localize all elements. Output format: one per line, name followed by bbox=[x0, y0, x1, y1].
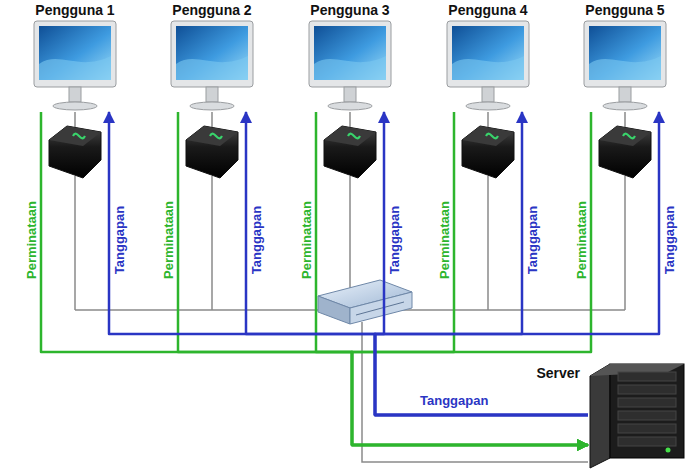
node-heading: Server bbox=[536, 364, 580, 382]
request-arrow bbox=[352, 112, 588, 445]
node-heading: Pengguna 3 bbox=[310, 1, 389, 19]
monitor-screen bbox=[589, 26, 661, 80]
edge-label: Perminataan bbox=[437, 199, 452, 281]
server-led bbox=[666, 448, 671, 453]
monitor-frame bbox=[171, 21, 253, 87]
monitor-base bbox=[466, 102, 510, 110]
request-arrow bbox=[316, 112, 588, 445]
monitor-neck bbox=[69, 87, 81, 102]
screen-wave bbox=[39, 56, 111, 80]
server-node: Server bbox=[588, 362, 686, 470]
monitor-icon bbox=[446, 20, 530, 112]
monitor-frame bbox=[34, 21, 116, 87]
router-icons bbox=[49, 126, 651, 178]
node-heading: Pengguna 2 bbox=[172, 1, 251, 19]
user-monitor: Pengguna 3 bbox=[308, 20, 392, 112]
connectors bbox=[41, 112, 659, 445]
monitor-screen bbox=[314, 26, 386, 80]
monitor-neck bbox=[206, 87, 218, 102]
response-arrow bbox=[375, 112, 588, 415]
user-monitor: Pengguna 1 bbox=[33, 20, 117, 112]
screen-wave bbox=[176, 56, 248, 80]
monitor-frame bbox=[309, 21, 391, 87]
monitor-base bbox=[328, 102, 372, 110]
monitor-neck bbox=[482, 87, 494, 102]
edge-label: Perminataan bbox=[299, 199, 314, 281]
server-icon bbox=[588, 362, 686, 470]
monitor-icon bbox=[170, 20, 254, 112]
screen-wave bbox=[589, 56, 661, 80]
monitor-screen bbox=[452, 26, 524, 80]
request-arrow bbox=[41, 112, 588, 445]
server-side bbox=[590, 364, 610, 468]
edge-label: Tanggapan bbox=[525, 204, 540, 276]
node-heading: Pengguna 4 bbox=[448, 1, 527, 19]
network-wires bbox=[75, 112, 625, 462]
edge-label: Tanggapan bbox=[662, 204, 677, 276]
edge-label: Tanggapan bbox=[249, 204, 264, 276]
free-label: Tanggapan bbox=[418, 393, 490, 408]
monitor-icon bbox=[583, 20, 667, 112]
monitor-icon bbox=[33, 20, 117, 112]
response-arrow bbox=[375, 112, 588, 415]
edge-label: Perminataan bbox=[24, 199, 39, 281]
monitor-base bbox=[53, 102, 97, 110]
monitor-frame bbox=[584, 21, 666, 87]
node-heading: Pengguna 5 bbox=[585, 1, 664, 19]
switch-icon bbox=[318, 280, 412, 324]
user-monitor: Pengguna 4 bbox=[446, 20, 530, 112]
screen-wave bbox=[452, 56, 524, 80]
monitor-neck bbox=[619, 87, 631, 102]
user-monitor: Pengguna 2 bbox=[170, 20, 254, 112]
server-front bbox=[610, 364, 684, 458]
node-heading: Pengguna 1 bbox=[35, 1, 114, 19]
request-arrow bbox=[352, 112, 591, 445]
monitor-screen bbox=[176, 26, 248, 80]
edge-label: Tanggapan bbox=[112, 204, 127, 276]
monitor-neck bbox=[344, 87, 356, 102]
monitor-base bbox=[190, 102, 234, 110]
server-bays bbox=[618, 372, 676, 446]
response-arrow bbox=[109, 112, 588, 415]
response-arrow bbox=[246, 112, 588, 415]
monitor-base bbox=[603, 102, 647, 110]
user-monitor: Pengguna 5 bbox=[583, 20, 667, 112]
edge-label: Tanggapan bbox=[387, 204, 402, 276]
screen-wave bbox=[314, 56, 386, 80]
monitor-icon bbox=[308, 20, 392, 112]
edge-label: Perminataan bbox=[574, 199, 589, 281]
edge-label: Perminataan bbox=[161, 199, 176, 281]
request-arrow bbox=[178, 112, 588, 445]
monitor-screen bbox=[39, 26, 111, 80]
monitor-frame bbox=[447, 21, 529, 87]
